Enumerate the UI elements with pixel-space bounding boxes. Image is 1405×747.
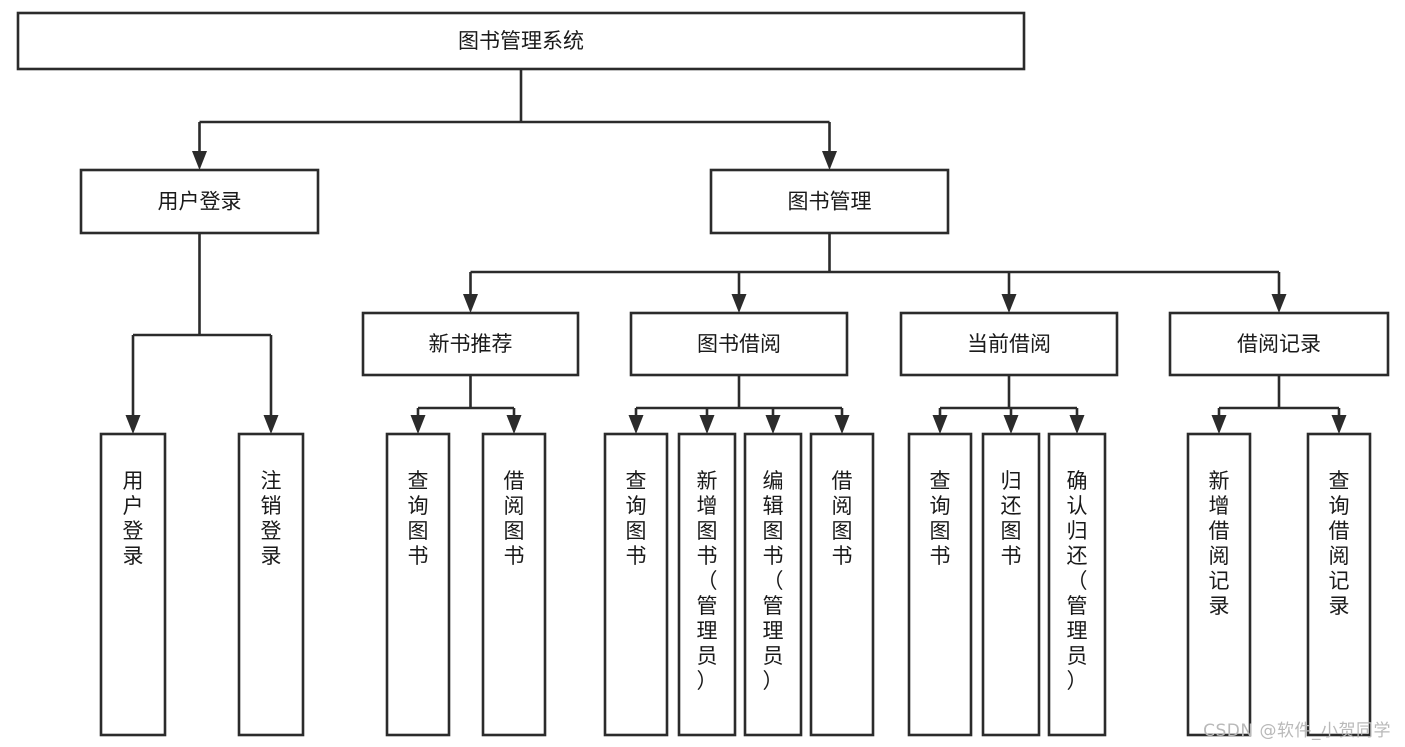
node-leaf-12-label: 查询借阅记录 — [1329, 469, 1350, 618]
node-leaf-10[interactable]: 确认归还（管理员） — [1047, 432, 1107, 737]
node-level2-0[interactable]: 用户登录 — [79, 168, 320, 235]
node-leaf-6-label: 编辑图书（管理员） — [763, 469, 784, 693]
node-root[interactable]: 图书管理系统 — [16, 11, 1026, 71]
node-level3-0-label: 新书推荐 — [429, 332, 513, 356]
node-leaf-1[interactable]: 注销登录 — [237, 432, 305, 737]
node-level3-3[interactable]: 借阅记录 — [1168, 311, 1390, 377]
node-leaf-3-label: 借阅图书 — [504, 469, 525, 568]
node-level3-2[interactable]: 当前借阅 — [899, 311, 1119, 377]
node-leaf-9[interactable]: 归还图书 — [981, 432, 1041, 737]
node-leaf-2[interactable]: 查询图书 — [385, 432, 451, 737]
node-level3-0[interactable]: 新书推荐 — [361, 311, 580, 377]
node-leaf-1-label: 注销登录 — [261, 469, 282, 568]
node-leaf-4[interactable]: 查询图书 — [603, 432, 669, 737]
node-leaf-4-label: 查询图书 — [626, 469, 647, 568]
node-leaf-10-label: 确认归还（管理员） — [1067, 469, 1088, 693]
node-level3-2-label: 当前借阅 — [967, 332, 1051, 356]
node-leaf-7-label: 借阅图书 — [832, 469, 853, 568]
node-level2-1[interactable]: 图书管理 — [709, 168, 950, 235]
node-leaf-0-label: 用户登录 — [123, 469, 144, 568]
node-level3-1[interactable]: 图书借阅 — [629, 311, 849, 377]
node-leaf-3[interactable]: 借阅图书 — [481, 432, 547, 737]
node-level2-0-label: 用户登录 — [158, 190, 242, 214]
node-leaf-6[interactable]: 编辑图书（管理员） — [743, 432, 803, 737]
node-leaf-5-label: 新增图书（管理员） — [697, 469, 718, 693]
node-leaf-12[interactable]: 查询借阅记录 — [1306, 432, 1372, 737]
csdn-watermark: CSDN @软件_小贺同学 — [1203, 721, 1391, 741]
node-leaf-8[interactable]: 查询图书 — [907, 432, 973, 737]
node-leaf-2-label: 查询图书 — [408, 469, 429, 568]
node-root-label: 图书管理系统 — [458, 29, 584, 53]
node-level2-1-label: 图书管理 — [788, 190, 872, 214]
node-leaf-9-label: 归还图书 — [1001, 469, 1022, 568]
node-leaf-5[interactable]: 新增图书（管理员） — [677, 432, 737, 737]
node-leaf-7[interactable]: 借阅图书 — [809, 432, 875, 737]
node-leaf-11[interactable]: 新增借阅记录 — [1186, 432, 1252, 737]
node-leaf-0[interactable]: 用户登录 — [99, 432, 167, 737]
node-level3-3-label: 借阅记录 — [1237, 332, 1321, 356]
connector-layer — [125, 69, 1347, 434]
node-leaf-8-label: 查询图书 — [930, 469, 951, 568]
node-level3-1-label: 图书借阅 — [697, 332, 781, 356]
node-leaf-11-label: 新增借阅记录 — [1209, 469, 1230, 618]
node-layer: 图书管理系统用户登录图书管理新书推荐图书借阅当前借阅借阅记录用户登录注销登录查询… — [16, 11, 1390, 737]
